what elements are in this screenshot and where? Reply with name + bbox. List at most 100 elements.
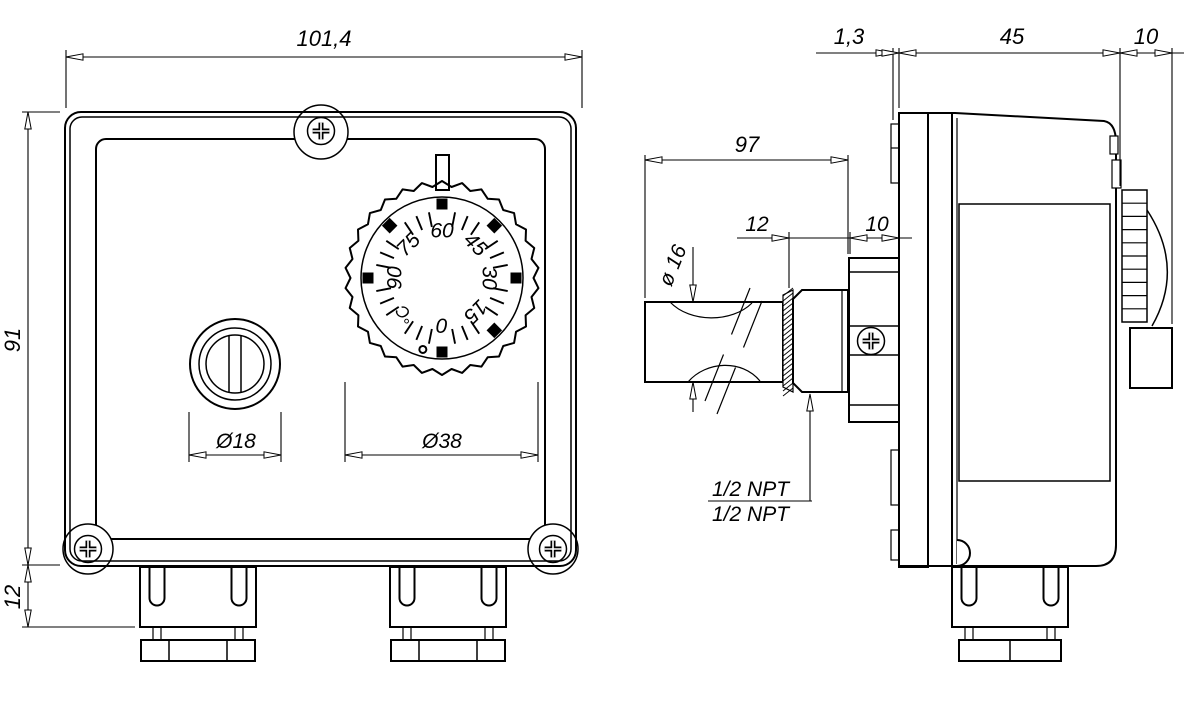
dial-tick [492,287,508,293]
dim-body-depth: 45 [1000,24,1025,49]
hatch-line [782,297,794,307]
hatch-line [782,307,794,317]
dial-square-marker [510,272,522,284]
hex-nut [792,289,849,393]
dial-tick [489,297,505,305]
reset-knob [189,318,281,410]
dim-arrow [344,451,363,459]
dial-tick [461,215,469,231]
dial-pointer-mark [435,154,450,191]
dial-tick [415,325,423,341]
hatch-line [782,362,794,372]
dial-tick [403,221,414,236]
gland-slot [230,567,248,607]
dial-tick [415,215,423,231]
side-label-panel [958,203,1111,482]
dim-arrow [1154,49,1173,57]
dial-tick [385,306,400,317]
hatch-line [782,342,794,352]
side-cable-gland [951,566,1069,662]
dial-face [360,196,524,360]
phillips-cross-inner [79,540,97,558]
mounting-tab [890,449,900,506]
dial-knurled-edge [344,180,540,376]
probe-break-lines [704,287,763,415]
gland-neck [484,626,494,641]
hatch-line [782,332,794,342]
reset-knob-inner-circle [205,334,265,394]
dial-tick [376,263,392,269]
dial-tick [470,221,481,236]
front-panel [95,138,546,540]
gland-neck [234,626,244,641]
hatch-line [782,377,794,387]
gland-slot [480,567,498,607]
dim-arrow [564,53,583,61]
hatch-line [782,382,794,392]
dim-front-width: 101,4 [296,26,351,51]
dim-arrow [188,451,207,459]
mounting-tab [890,123,900,184]
dial-label-0: 0 [436,314,448,337]
hatch-line [782,352,794,362]
dial-square-marker [436,198,448,210]
dial-disc-profile [1146,209,1168,327]
dim-boss-width: 10 [865,213,889,236]
dim-arrow [881,49,900,57]
phillips-cross-inner [312,122,330,140]
dial-label-30: 30 [478,266,501,290]
dim-arrow [1119,49,1138,57]
dial-tick [484,239,499,250]
screw-circle [538,534,568,564]
back-plate [898,112,929,568]
probe-body [644,301,784,383]
dial-tick [489,251,505,259]
mounting-tab [890,529,900,561]
gland-neck [152,626,162,641]
hatch-line [782,372,794,382]
gland-nut [140,639,256,662]
dial-tick [484,306,499,317]
hatch-line [782,367,794,377]
dim-arrow [830,156,849,164]
enclosure-outline [64,111,577,567]
dim-arrow [644,156,663,164]
dial-tick [427,212,433,228]
probe-break-curve-bottom [687,364,761,383]
gland-block [389,566,507,628]
dim-plate-thickness: 1,3 [834,24,865,49]
dial-label-75: 75 [392,228,425,261]
dim-arrow [689,284,697,303]
dial-tick [451,212,457,228]
gland-block [951,566,1069,628]
reset-knob-mid-circle [198,327,272,401]
dim-arrow [24,564,32,583]
dial-tick [379,251,395,259]
front-step [1109,135,1119,155]
hatch-line [782,327,794,337]
dial-tick [403,320,414,335]
front-screws [73,116,568,564]
front-step [1111,159,1122,189]
dial-label-45: 45 [459,228,492,261]
front-cable-glands [139,566,507,662]
gland-neck [964,626,974,641]
hatch-line [782,347,794,357]
hatch-line [782,312,794,322]
screw-circle [73,534,103,564]
dim-arrow [24,547,32,566]
dim-arrow [1102,49,1121,57]
gland-nut [390,639,506,662]
dim-front-height: 91 [0,328,25,352]
hatch-line [782,322,794,332]
phillips-cross-inner [862,332,880,350]
break-line [716,367,737,415]
hatch-line [782,387,794,397]
screw-circle [856,326,886,356]
screw-circle [306,116,336,146]
knob-side-profile [1129,327,1173,389]
dial-label-15: 15 [459,295,492,328]
hatch-line [782,292,794,302]
hatch-line [782,287,794,297]
